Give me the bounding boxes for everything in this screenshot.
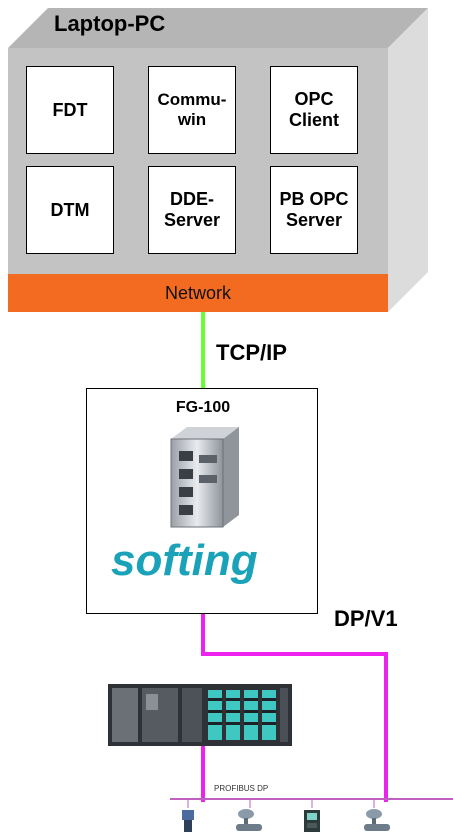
network-bar: Network	[8, 274, 388, 312]
module-dde-server: DDE- Server	[148, 166, 236, 254]
dp-wire-right-drop	[384, 652, 388, 802]
dp-wire-horizontal	[201, 652, 388, 656]
valve-icon	[236, 809, 262, 831]
module-commuwin: Commu- win	[148, 66, 236, 154]
fg100-title: FG-100	[175, 399, 231, 416]
softing-logo: softing	[111, 536, 258, 585]
profibus-dp-label: PROFIBUS DP	[214, 784, 269, 793]
module-dtm: DTM	[26, 166, 114, 254]
softing-logo-text: softing	[111, 536, 258, 585]
plc-rack	[108, 684, 292, 746]
field-devices	[182, 800, 390, 832]
module-pb-opc-server: PB OPC Server	[270, 166, 358, 254]
transmitter-icon	[182, 810, 194, 832]
laptop-title: Laptop-PC	[54, 11, 166, 36]
dp-wire-down	[201, 614, 205, 656]
display-instrument-icon	[304, 810, 320, 832]
tcpip-label: TCP/IP	[216, 340, 287, 365]
fg100-device-icon	[170, 427, 239, 528]
laptop-box-top	[8, 8, 428, 48]
valve-icon	[364, 809, 390, 831]
module-opc-client: OPC Client	[270, 66, 358, 154]
profibus-dp-bus-line	[170, 798, 453, 800]
laptop-pc-box: FDT Commu- win OPC Client DTM DDE- Serve…	[8, 48, 388, 274]
fg100-gateway-box: FG-100 softing	[86, 388, 318, 614]
tcpip-wire	[201, 312, 205, 388]
dpv1-label: DP/V1	[334, 606, 398, 631]
plc-drop-wire	[201, 746, 205, 802]
laptop-box-side	[388, 8, 428, 312]
module-fdt: FDT	[26, 66, 114, 154]
network-label: Network	[164, 282, 231, 303]
